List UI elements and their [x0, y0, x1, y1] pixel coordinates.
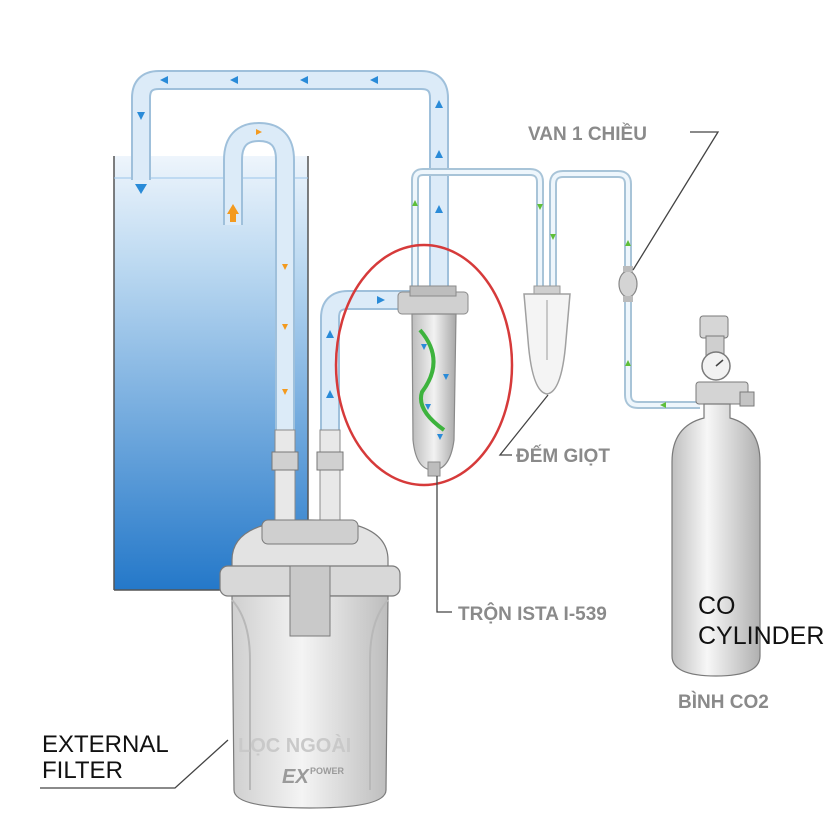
leader-bubble-counter: [498, 394, 549, 456]
flow-arrow-icon: [625, 360, 631, 366]
flow-arrow-icon: [550, 234, 556, 240]
flow-arrow-icon: [326, 390, 334, 398]
brand-logo: EX POWER: [282, 766, 345, 788]
flow-arrow-icon: [437, 434, 443, 440]
red-highlight-circle: [334, 243, 514, 487]
flow-arrow-icon: [421, 344, 427, 350]
flow-arrow-icon: [326, 330, 334, 338]
flow-arrow-icon: [435, 205, 443, 213]
flow-arrow-icon: [443, 374, 449, 380]
flow-arrow-icon: [435, 100, 443, 108]
flow-arrow-icon: [282, 389, 288, 395]
flow-arrow-icon: [137, 112, 145, 120]
flow-arrow-icon: [135, 184, 147, 194]
flow-arrow-icon: [282, 264, 288, 270]
flow-arrow-icon: [435, 150, 443, 158]
brand-logo-small: POWER: [310, 766, 345, 776]
flow-arrow-icon: [425, 404, 431, 410]
flow-arrows-green: [412, 200, 666, 408]
leader-lines: [40, 131, 720, 789]
leader-external-filter: [40, 739, 229, 789]
filter-hose-connectors: [271, 429, 344, 521]
co2-cylinder-label-line2: CYLINDER: [698, 622, 824, 650]
flow-arrow-icon: [256, 129, 262, 135]
co2-cylinder-label-line1: CO: [698, 592, 736, 620]
flow-arrow-icon: [300, 76, 308, 84]
leader-diffuser: [436, 476, 452, 613]
flow-arrow-icon: [660, 402, 666, 408]
check-valve: [618, 266, 638, 302]
external-filter-label-line1: EXTERNAL: [42, 731, 169, 758]
flow-arrows-blue: [135, 76, 443, 398]
leader-check-valve: [632, 131, 720, 271]
co2-cylinder: [671, 315, 761, 677]
co2-cylinder-vn-label: BÌNH CO2: [678, 691, 769, 713]
external-filter-canister: [219, 519, 401, 809]
flow-arrow-icon: [625, 240, 631, 246]
flow-arrow-icon: [160, 76, 168, 84]
flow-arrow-icon: [227, 204, 239, 214]
flow-arrow-icon: [537, 204, 543, 210]
diffuser-label: TRỘN ISTA I-539: [458, 603, 607, 625]
flow-arrow-icon: [412, 200, 418, 206]
flow-arrows-orange: [227, 129, 288, 395]
brand-logo-big: EX: [282, 766, 310, 788]
external-filter-label-line2: FILTER: [42, 757, 123, 784]
bubble-counter-label: ĐẾM GIỌT: [516, 445, 610, 467]
flow-arrow-icon: [282, 324, 288, 330]
check-valve-label: VAN 1 CHIỀU: [528, 123, 647, 145]
diffuser-ista: [397, 285, 469, 477]
filter-vn-label: LỌC NGOÀI: [238, 734, 351, 757]
flow-arrow-icon: [377, 296, 385, 304]
flow-arrow-icon: [370, 76, 378, 84]
flow-arrow-icon: [230, 76, 238, 84]
bubble-counter: [523, 285, 571, 395]
